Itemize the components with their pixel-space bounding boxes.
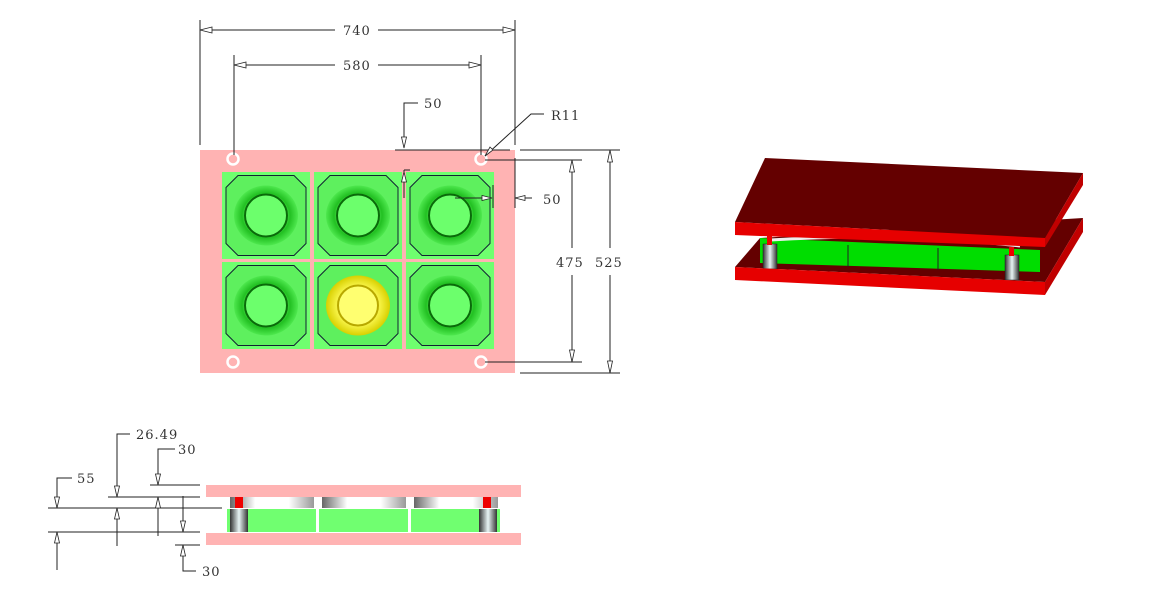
isometric-view bbox=[735, 158, 1083, 295]
guide-hole-icon bbox=[226, 152, 240, 166]
cavity-cell bbox=[222, 262, 310, 349]
guide-hole-icon bbox=[474, 355, 488, 369]
dimension-hole-spacing-y: 475 bbox=[485, 159, 584, 363]
svg-text:475: 475 bbox=[556, 256, 584, 271]
dimension-overall-width: 740 bbox=[199, 20, 516, 145]
guide-post bbox=[762, 243, 778, 270]
top-view: 740 580 50 R11 50 475 bbox=[199, 20, 623, 374]
dimension-open-height: 55 bbox=[53, 472, 96, 570]
cavity-cell bbox=[314, 262, 402, 349]
dimension-gap: 26.49 bbox=[113, 428, 178, 546]
cavity-grid bbox=[222, 172, 494, 349]
svg-text:525: 525 bbox=[595, 256, 623, 271]
top-plate-side bbox=[1045, 173, 1083, 247]
guide-hole-icon bbox=[226, 355, 240, 369]
cavity-blocks bbox=[760, 238, 1040, 272]
cavity-cell bbox=[406, 172, 494, 259]
dimension-top-plate-thickness: 30 bbox=[154, 443, 197, 536]
cavity-block bbox=[411, 509, 500, 532]
dimension-top-margin: 50 bbox=[395, 97, 510, 198]
top-plate bbox=[206, 485, 521, 497]
guide-post bbox=[230, 509, 248, 532]
cavity-block bbox=[227, 509, 316, 532]
dimension-bottom-plate-thickness: 30 bbox=[179, 496, 221, 580]
guide-hole-icon bbox=[474, 152, 488, 166]
cavity-cell bbox=[222, 172, 310, 259]
svg-text:50: 50 bbox=[543, 193, 562, 208]
guide-post bbox=[1004, 254, 1020, 281]
guide-post bbox=[479, 509, 497, 532]
svg-text:30: 30 bbox=[178, 443, 197, 458]
dimension-hole-radius: R11 bbox=[484, 109, 580, 157]
svg-text:740: 740 bbox=[343, 24, 371, 39]
cavity-block bbox=[319, 509, 408, 532]
bottom-plate-front bbox=[735, 267, 1045, 295]
svg-text:26.49: 26.49 bbox=[136, 428, 178, 443]
svg-text:R11: R11 bbox=[551, 109, 580, 124]
bottom-plate bbox=[206, 533, 521, 545]
top-plate-top bbox=[735, 158, 1083, 238]
dimension-hole-spacing-x: 580 bbox=[233, 55, 482, 155]
guide-pin bbox=[483, 497, 491, 508]
bottom-plate-side bbox=[1045, 218, 1083, 295]
dimension-overall-height: 525 bbox=[520, 149, 623, 374]
guide-pin bbox=[1009, 247, 1014, 256]
guide-pin bbox=[767, 236, 772, 245]
cavity-cell bbox=[314, 172, 402, 259]
svg-text:55: 55 bbox=[77, 472, 96, 487]
top-plate-front bbox=[735, 222, 1045, 247]
guide-pin bbox=[235, 497, 243, 508]
svg-text:580: 580 bbox=[343, 59, 371, 74]
cavity-cell bbox=[406, 262, 494, 349]
svg-text:30: 30 bbox=[202, 565, 221, 580]
guide-holes bbox=[226, 152, 488, 369]
side-view: 55 26.49 30 30 bbox=[48, 428, 521, 580]
dimension-right-margin: 50 bbox=[455, 158, 562, 208]
svg-text:50: 50 bbox=[424, 97, 443, 112]
